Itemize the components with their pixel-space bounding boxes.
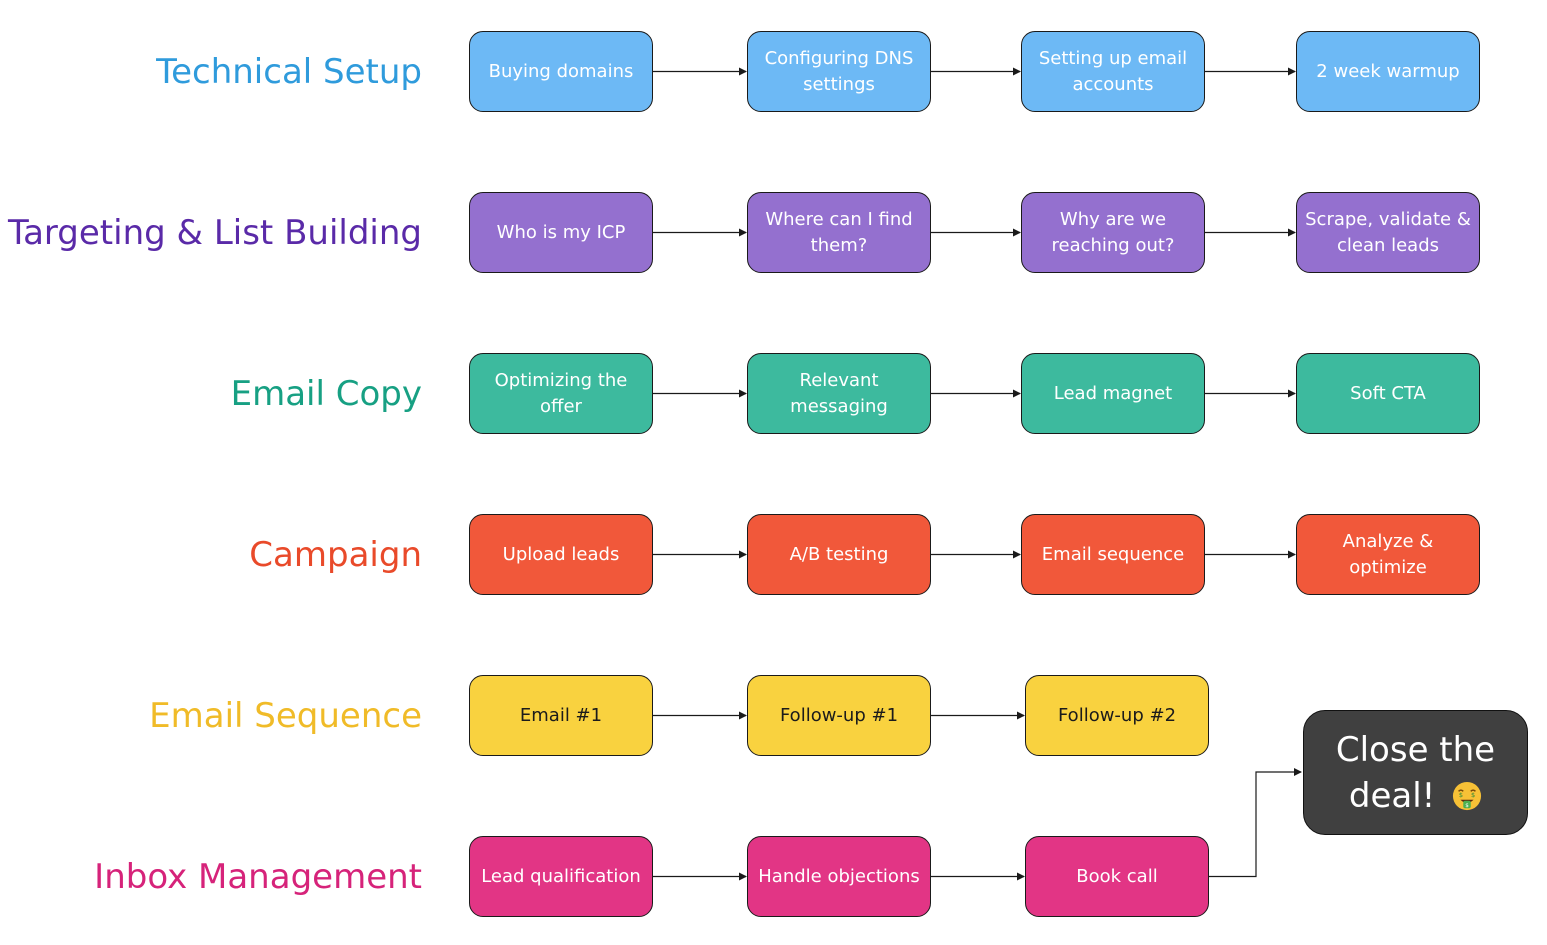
step-node-why-are-we-reaching-out[interactable]: Why are we reaching out? <box>1021 192 1205 273</box>
svg-text:$: $ <box>1459 790 1463 798</box>
step-node-2-week-warmup[interactable]: 2 week warmup <box>1296 31 1480 112</box>
step-label: Email #1 <box>519 704 603 726</box>
money-mouth-face-icon: $ $ $ <box>1453 781 1482 810</box>
step-node-lead-qualification[interactable]: Lead qualification <box>469 836 653 917</box>
step-node-configuring-dns-settings[interactable]: Configuring DNS settings <box>747 31 931 112</box>
step-node-follow-up-1[interactable]: Follow-up #1 <box>747 675 931 756</box>
step-label: Follow-up #2 <box>1057 704 1177 726</box>
step-label: Who is my ICP <box>496 221 626 243</box>
step-label: Book call <box>1076 865 1158 887</box>
step-node-analyze-optimize[interactable]: Analyze & optimize <box>1296 514 1480 595</box>
step-node-email-sequence[interactable]: Email sequence <box>1021 514 1205 595</box>
step-node-optimizing-the-offer[interactable]: Optimizing the offer <box>469 353 653 434</box>
row-label-targeting-list-building: Targeting & List Building <box>7 212 422 253</box>
arrow-connector-to-close-deal <box>1209 768 1302 878</box>
step-node-upload-leads[interactable]: Upload leads <box>469 514 653 595</box>
step-label: Buying domains <box>488 60 634 82</box>
step-label: 2 week warmup <box>1316 60 1460 82</box>
step-node-who-is-my-icp[interactable]: Who is my ICP <box>469 192 653 273</box>
step-node-setting-up-email-accounts[interactable]: Setting up email accounts <box>1021 31 1205 112</box>
step-label: Follow-up #1 <box>779 704 899 726</box>
step-label: Soft CTA <box>1350 382 1426 404</box>
step-label: Where can I find them? <box>765 208 913 256</box>
step-label: Handle objections <box>758 865 920 887</box>
svg-text:$: $ <box>1465 802 1469 808</box>
step-node-a-b-testing[interactable]: A/B testing <box>747 514 931 595</box>
step-label: Why are we reaching out? <box>1051 208 1175 256</box>
step-node-follow-up-2[interactable]: Follow-up #2 <box>1025 675 1209 756</box>
svg-text:$: $ <box>1471 790 1475 798</box>
step-node-lead-magnet[interactable]: Lead magnet <box>1021 353 1205 434</box>
step-label: Lead magnet <box>1053 382 1173 404</box>
close-the-deal-label: Close the deal! <box>1335 729 1496 816</box>
step-label: Upload leads <box>502 543 620 565</box>
step-label: Lead qualification <box>481 865 641 887</box>
step-label: A/B testing <box>789 543 889 565</box>
step-label: Optimizing the offer <box>494 369 628 417</box>
step-label: Scrape, validate & clean leads <box>1305 208 1471 256</box>
step-label: Setting up email accounts <box>1038 47 1188 95</box>
step-label: Email sequence <box>1041 543 1185 565</box>
close-the-deal-node[interactable]: Close the deal! $ $ $ <box>1303 710 1528 835</box>
row-label-email-copy: Email Copy <box>230 373 422 414</box>
step-node-relevant-messaging[interactable]: Relevant messaging <box>747 353 931 434</box>
row-label-technical-setup: Technical Setup <box>156 51 422 92</box>
step-node-soft-cta[interactable]: Soft CTA <box>1296 353 1480 434</box>
row-label-campaign: Campaign <box>249 534 422 575</box>
step-node-buying-domains[interactable]: Buying domains <box>469 31 653 112</box>
row-label-email-sequence: Email Sequence <box>149 695 422 736</box>
step-node-book-call[interactable]: Book call <box>1025 836 1209 917</box>
row-label-inbox-management: Inbox Management <box>94 856 422 897</box>
step-label: Analyze & optimize <box>1342 530 1434 578</box>
step-node-where-can-i-find-them[interactable]: Where can I find them? <box>747 192 931 273</box>
step-node-email-1[interactable]: Email #1 <box>469 675 653 756</box>
step-node-scrape-validate-clean-leads[interactable]: Scrape, validate & clean leads <box>1296 192 1480 273</box>
step-label: Configuring DNS settings <box>764 47 914 95</box>
step-node-handle-objections[interactable]: Handle objections <box>747 836 931 917</box>
step-label: Relevant messaging <box>790 369 888 417</box>
